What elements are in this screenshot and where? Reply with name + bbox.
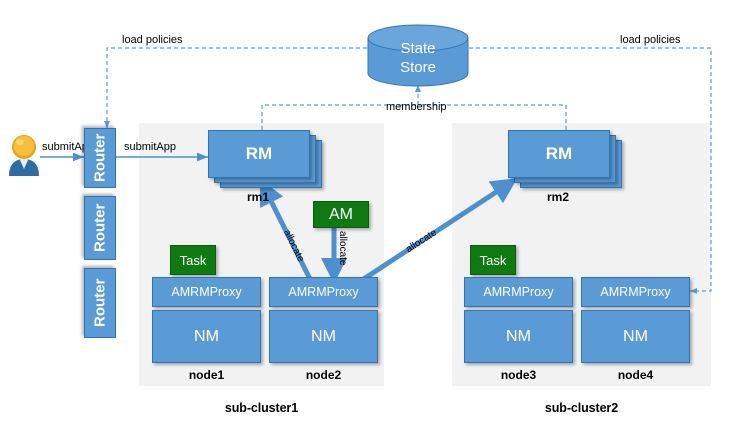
- router-3[interactable]: Router: [84, 268, 116, 338]
- nm-node4[interactable]: NM: [581, 310, 690, 363]
- am-box[interactable]: AM: [313, 201, 369, 228]
- rm1-caption: rm1: [246, 190, 269, 204]
- nm-node3[interactable]: NM: [464, 310, 573, 363]
- label-allocate-am-to-proxy2: allocate: [337, 231, 348, 266]
- edge-membership: [261, 85, 567, 130]
- node3-caption: node3: [500, 368, 537, 382]
- rm1-box[interactable]: RM: [208, 130, 310, 178]
- edge-allocate-proxy2-to-rm2: [354, 178, 518, 287]
- label-load-policies-left: load policies: [122, 34, 183, 46]
- state-store[interactable]: State Store: [367, 24, 469, 87]
- router-1[interactable]: Router: [84, 128, 116, 188]
- edge-allocate-proxy2-to-rm1: [259, 178, 314, 283]
- amrmproxy-node1[interactable]: AMRMProxy: [152, 277, 261, 307]
- node1-caption: node1: [188, 368, 225, 382]
- label-load-policies-right: load policies: [620, 34, 681, 46]
- amrmproxy-node2[interactable]: AMRMProxy: [269, 277, 378, 307]
- label-submitapp-router: submitApp: [124, 141, 176, 153]
- amrmproxy-node4[interactable]: AMRMProxy: [581, 277, 690, 307]
- rm1-stack[interactable]: RM rm1: [208, 130, 322, 204]
- rm2-caption: rm2: [546, 190, 569, 204]
- state-store-line2: Store: [400, 59, 436, 76]
- router-2[interactable]: Router: [84, 196, 116, 260]
- cylinder-database-icon: [367, 24, 469, 87]
- label-membership: membership: [386, 101, 447, 113]
- edge-load-policies-left: [103, 47, 367, 128]
- rm2-box[interactable]: RM: [508, 130, 610, 178]
- nm-node1[interactable]: NM: [152, 310, 261, 363]
- client-avatar[interactable]: [6, 133, 42, 176]
- node4-caption: node4: [617, 368, 654, 382]
- task-box-node1[interactable]: Task: [170, 245, 216, 275]
- edge-load-policies-right: [469, 47, 712, 295]
- nm-node2[interactable]: NM: [269, 310, 378, 363]
- rm2-stack[interactable]: RM rm2: [508, 130, 622, 204]
- node2-caption: node2: [305, 368, 342, 382]
- state-store-line1: State: [400, 40, 436, 57]
- sub-cluster2-caption: sub-cluster2: [544, 401, 619, 415]
- label-submitapp-client: submitApp: [42, 141, 94, 153]
- task-box-node3[interactable]: Task: [470, 245, 516, 275]
- amrmproxy-node3[interactable]: AMRMProxy: [464, 277, 573, 307]
- label-allocate-proxy2-to-rm2: allocate: [404, 227, 439, 256]
- sub-cluster1-caption: sub-cluster1: [224, 401, 299, 415]
- user-avatar-icon: [9, 135, 39, 176]
